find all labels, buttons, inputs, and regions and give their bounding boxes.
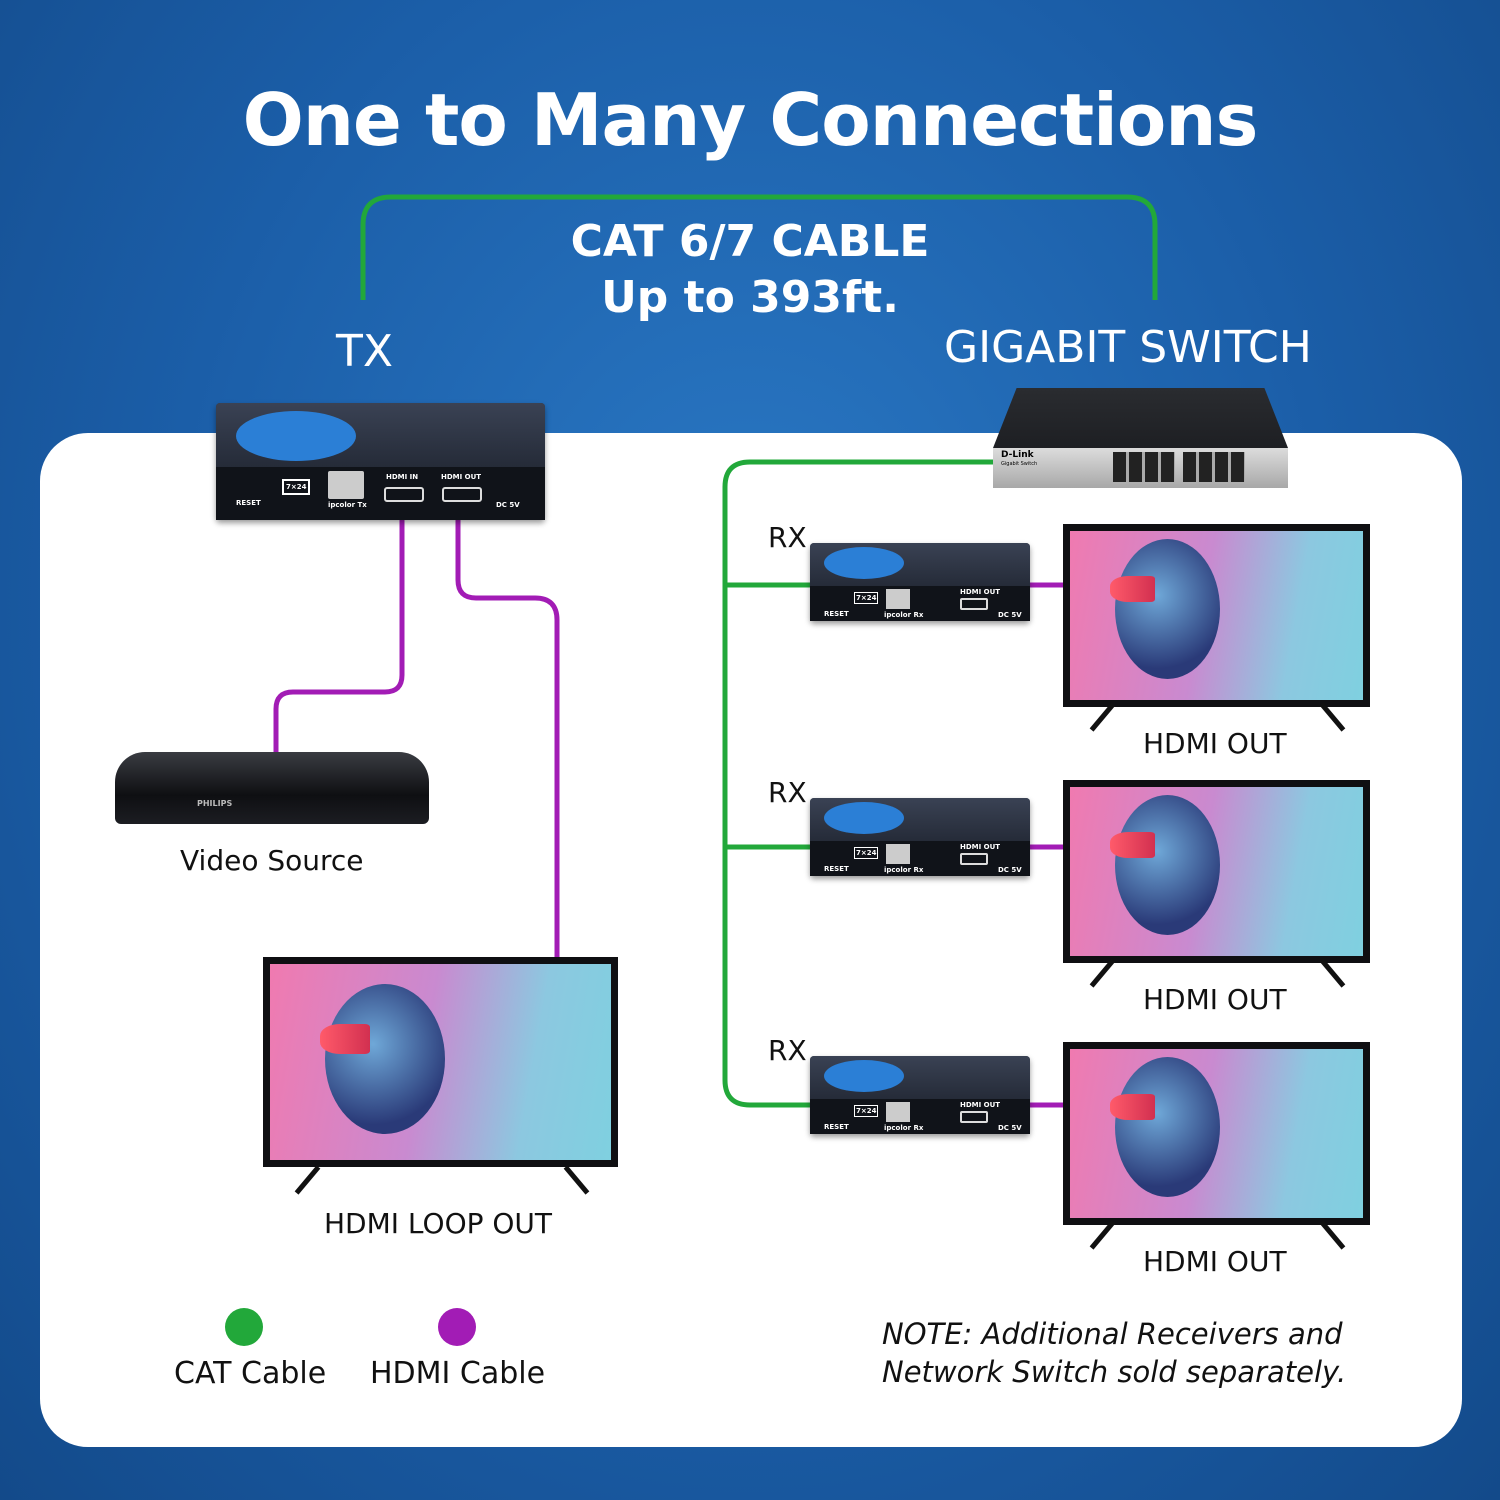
hdmi-out-label: HDMI OUT bbox=[1143, 1245, 1287, 1278]
reset-label: RESET bbox=[824, 1122, 849, 1131]
ethernet-port bbox=[886, 843, 910, 864]
hdmi-in-label: HDMI IN bbox=[386, 473, 419, 482]
rx-tv bbox=[1063, 780, 1370, 963]
loop-out-tv bbox=[263, 957, 618, 1167]
dc-label: DC 5V bbox=[998, 610, 1022, 619]
hdmi-out-label: HDMI OUT bbox=[1143, 983, 1287, 1016]
lan-label: ipcolor Rx bbox=[884, 865, 924, 874]
switch-brand: D-Link bbox=[1001, 450, 1034, 460]
switch-label: GIGABIT SWITCH bbox=[944, 322, 1312, 373]
dc-label: DC 5V bbox=[998, 1123, 1022, 1132]
ethernet-port bbox=[886, 1101, 910, 1122]
hdmi-cable-legend-label: HDMI Cable bbox=[370, 1356, 546, 1391]
switch-ports-2 bbox=[1183, 452, 1245, 482]
support-badge: 7×24 bbox=[854, 1104, 879, 1117]
rx-device: RESET 7×24 ipcolor Rx HDMI OUT DC 5V bbox=[810, 543, 1030, 621]
cat-cable-legend-label: CAT Cable bbox=[174, 1356, 327, 1391]
lan-label: ipcolor Tx bbox=[328, 501, 367, 510]
ethernet-port bbox=[328, 471, 364, 500]
rx-tv bbox=[1063, 1042, 1370, 1225]
rx-device: RESET 7×24 ipcolor Rx HDMI OUT DC 5V bbox=[810, 798, 1030, 876]
switch-subtitle: Gigabit Switch bbox=[1001, 461, 1038, 467]
hdmi-out-port bbox=[960, 852, 988, 865]
tx-device: RESET 7×24 ipcolor Tx HDMI IN HDMI OUT D… bbox=[216, 403, 545, 520]
hdmi-out-port bbox=[960, 1110, 988, 1123]
reset-label: RESET bbox=[824, 609, 849, 618]
support-badge: 7×24 bbox=[854, 846, 879, 859]
gigabit-switch: D-Link Gigabit Switch bbox=[993, 388, 1288, 488]
hdmi-out-label: HDMI OUT bbox=[441, 473, 482, 482]
dc-label: DC 5V bbox=[998, 865, 1022, 874]
hdmi-out-port bbox=[960, 597, 988, 610]
support-badge: 7×24 bbox=[282, 479, 311, 496]
cable-length-label: Up to 393ft. bbox=[601, 272, 899, 323]
hdmi-out-label: HDMI OUT bbox=[960, 587, 1001, 596]
lan-label: ipcolor Rx bbox=[884, 1123, 924, 1132]
rx-label: RX bbox=[768, 776, 807, 809]
hdmi-cable-tx-to-tv bbox=[455, 520, 560, 958]
rx-label: RX bbox=[768, 521, 807, 554]
hdmi-out-label: HDMI OUT bbox=[960, 842, 1001, 851]
hdmi-cable-legend-dot bbox=[438, 1308, 476, 1346]
switch-ports-1 bbox=[1113, 452, 1175, 482]
tx-label: TX bbox=[336, 326, 394, 377]
rx-tv bbox=[1063, 524, 1370, 707]
hdmi-out-port bbox=[442, 487, 482, 503]
video-source-label: Video Source bbox=[180, 844, 364, 877]
rx-label: RX bbox=[768, 1034, 807, 1067]
cat-bracket bbox=[360, 194, 1158, 300]
cat-cable-switch-trunk bbox=[722, 459, 995, 1108]
lan-label: ipcolor Rx bbox=[884, 610, 924, 619]
hdmi-out-label: HDMI OUT bbox=[1143, 727, 1287, 760]
reset-label: RESET bbox=[824, 864, 849, 873]
loop-out-label: HDMI LOOP OUT bbox=[324, 1207, 553, 1240]
dc-label: DC 5V bbox=[496, 501, 520, 510]
hdmi-out-label: HDMI OUT bbox=[960, 1100, 1001, 1109]
page-title: One to Many Connections bbox=[242, 78, 1259, 162]
rx-device: RESET 7×24 ipcolor Rx HDMI OUT DC 5V bbox=[810, 1056, 1030, 1134]
cat-cable-legend-dot bbox=[225, 1308, 263, 1346]
hdmi-cable-tx-to-player bbox=[273, 520, 405, 752]
cable-type-label: CAT 6/7 CABLE bbox=[570, 216, 930, 267]
video-source-player: PHILIPS bbox=[115, 752, 429, 824]
ethernet-port bbox=[886, 588, 910, 609]
note-line-1: NOTE: Additional Receivers and bbox=[882, 1317, 1343, 1351]
reset-label: RESET bbox=[236, 499, 261, 508]
player-brand: PHILIPS bbox=[197, 799, 233, 808]
support-badge: 7×24 bbox=[854, 591, 879, 604]
note-line-2: Network Switch sold separately. bbox=[882, 1355, 1347, 1389]
hdmi-in-port bbox=[384, 487, 424, 503]
